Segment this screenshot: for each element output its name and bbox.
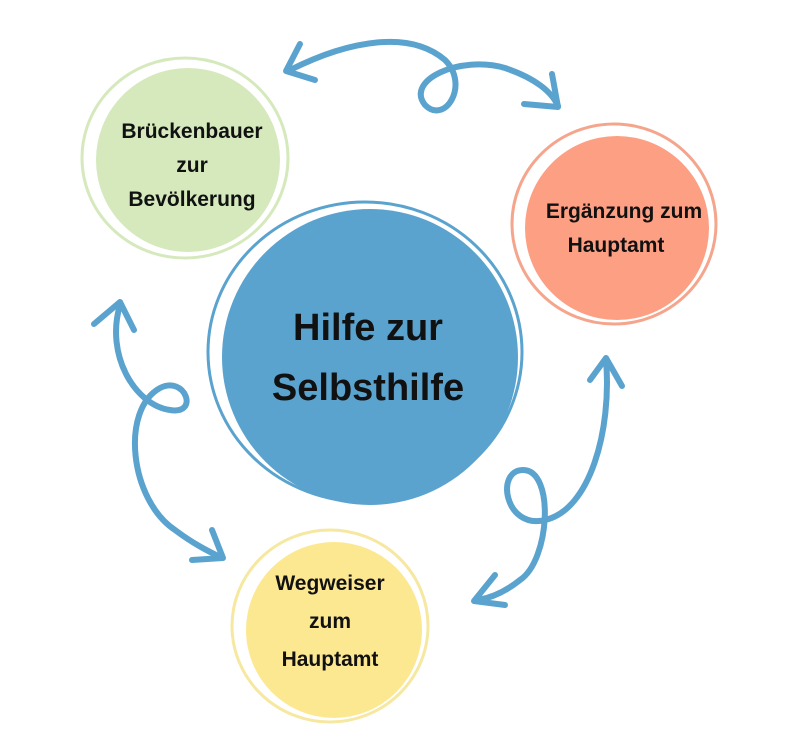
arrowhead-top-right <box>521 71 561 110</box>
arrowhead-top-left <box>283 41 318 83</box>
arrowhead-right-top <box>587 355 625 389</box>
node-yellow-fill <box>246 542 422 718</box>
node-yellow-ring <box>230 528 430 724</box>
arrow-green-orange <box>287 38 561 114</box>
node-center: Hilfe zur Selbsthilfe <box>206 200 524 505</box>
arrowhead-left-top <box>91 299 137 333</box>
node-green-line-1: Brückenbauer <box>121 120 262 143</box>
center-line-2: Selbsthilfe <box>272 367 464 409</box>
node-yellow-line-1: Wegweiser <box>275 572 384 595</box>
node-yellow-line-3: Hauptamt <box>282 648 379 671</box>
node-green-ring <box>80 56 290 260</box>
node-orange: Ergänzung zum Hauptamt <box>510 122 718 326</box>
node-green: Brückenbauer zur Bevölkerung <box>80 56 290 260</box>
node-center-fill <box>222 209 518 505</box>
arrows <box>91 38 625 608</box>
arrow-orange-yellow <box>475 357 610 603</box>
node-orange-line-2: Hauptamt <box>568 234 665 257</box>
center-line-1: Hilfe zur <box>293 307 443 349</box>
node-orange-line-1: Ergänzung zum <box>546 200 702 223</box>
node-green-line-3: Bevölkerung <box>128 188 255 211</box>
node-green-fill <box>96 68 280 252</box>
node-yellow-line-2: zum <box>309 610 351 633</box>
node-orange-fill <box>525 136 709 320</box>
node-yellow: Wegweiser zum Hauptamt <box>230 528 430 724</box>
node-center-ring <box>206 200 524 504</box>
arrow-green-yellow <box>113 302 225 561</box>
arrowhead-left-bottom <box>189 527 226 563</box>
arrowhead-right-bottom <box>471 572 508 608</box>
node-green-line-2: zur <box>176 154 208 177</box>
node-orange-ring <box>510 122 718 326</box>
